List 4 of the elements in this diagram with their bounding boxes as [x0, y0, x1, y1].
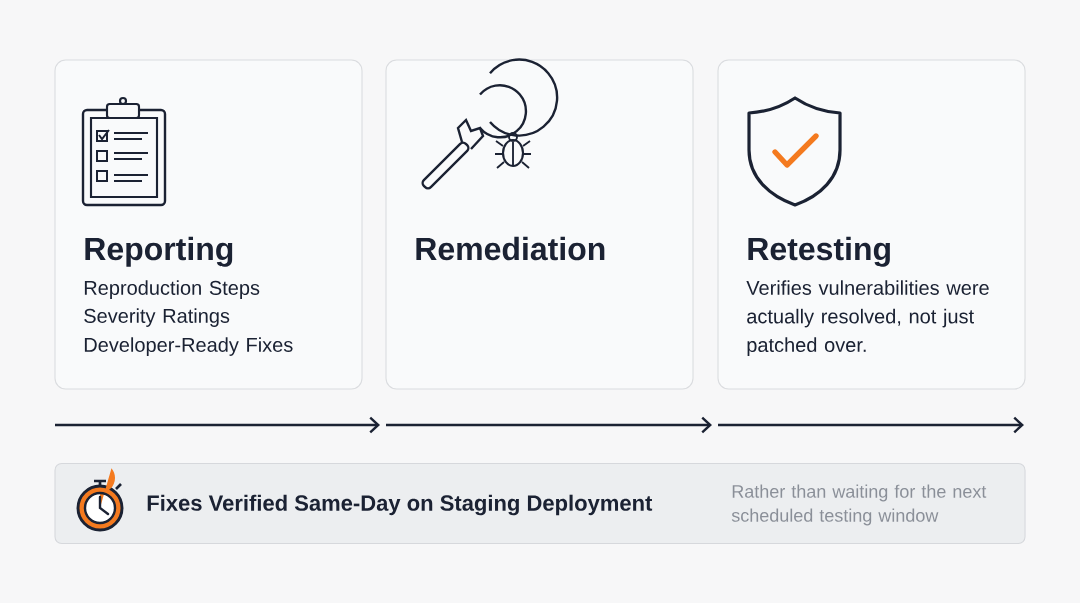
process-card: Reporting Reproduction Steps Severity Ratings Developer-Ready Fixes [54, 59, 363, 390]
process-card: Retesting Verifies vulnerabilities were actually resolved, not just patched over. [717, 59, 1026, 390]
process-card: Remediation [385, 58, 694, 390]
summary-banner: Fixes Verified Same-Day on Staging Deployment Rather than waiting for the next scheduled testing window [54, 462, 1026, 545]
